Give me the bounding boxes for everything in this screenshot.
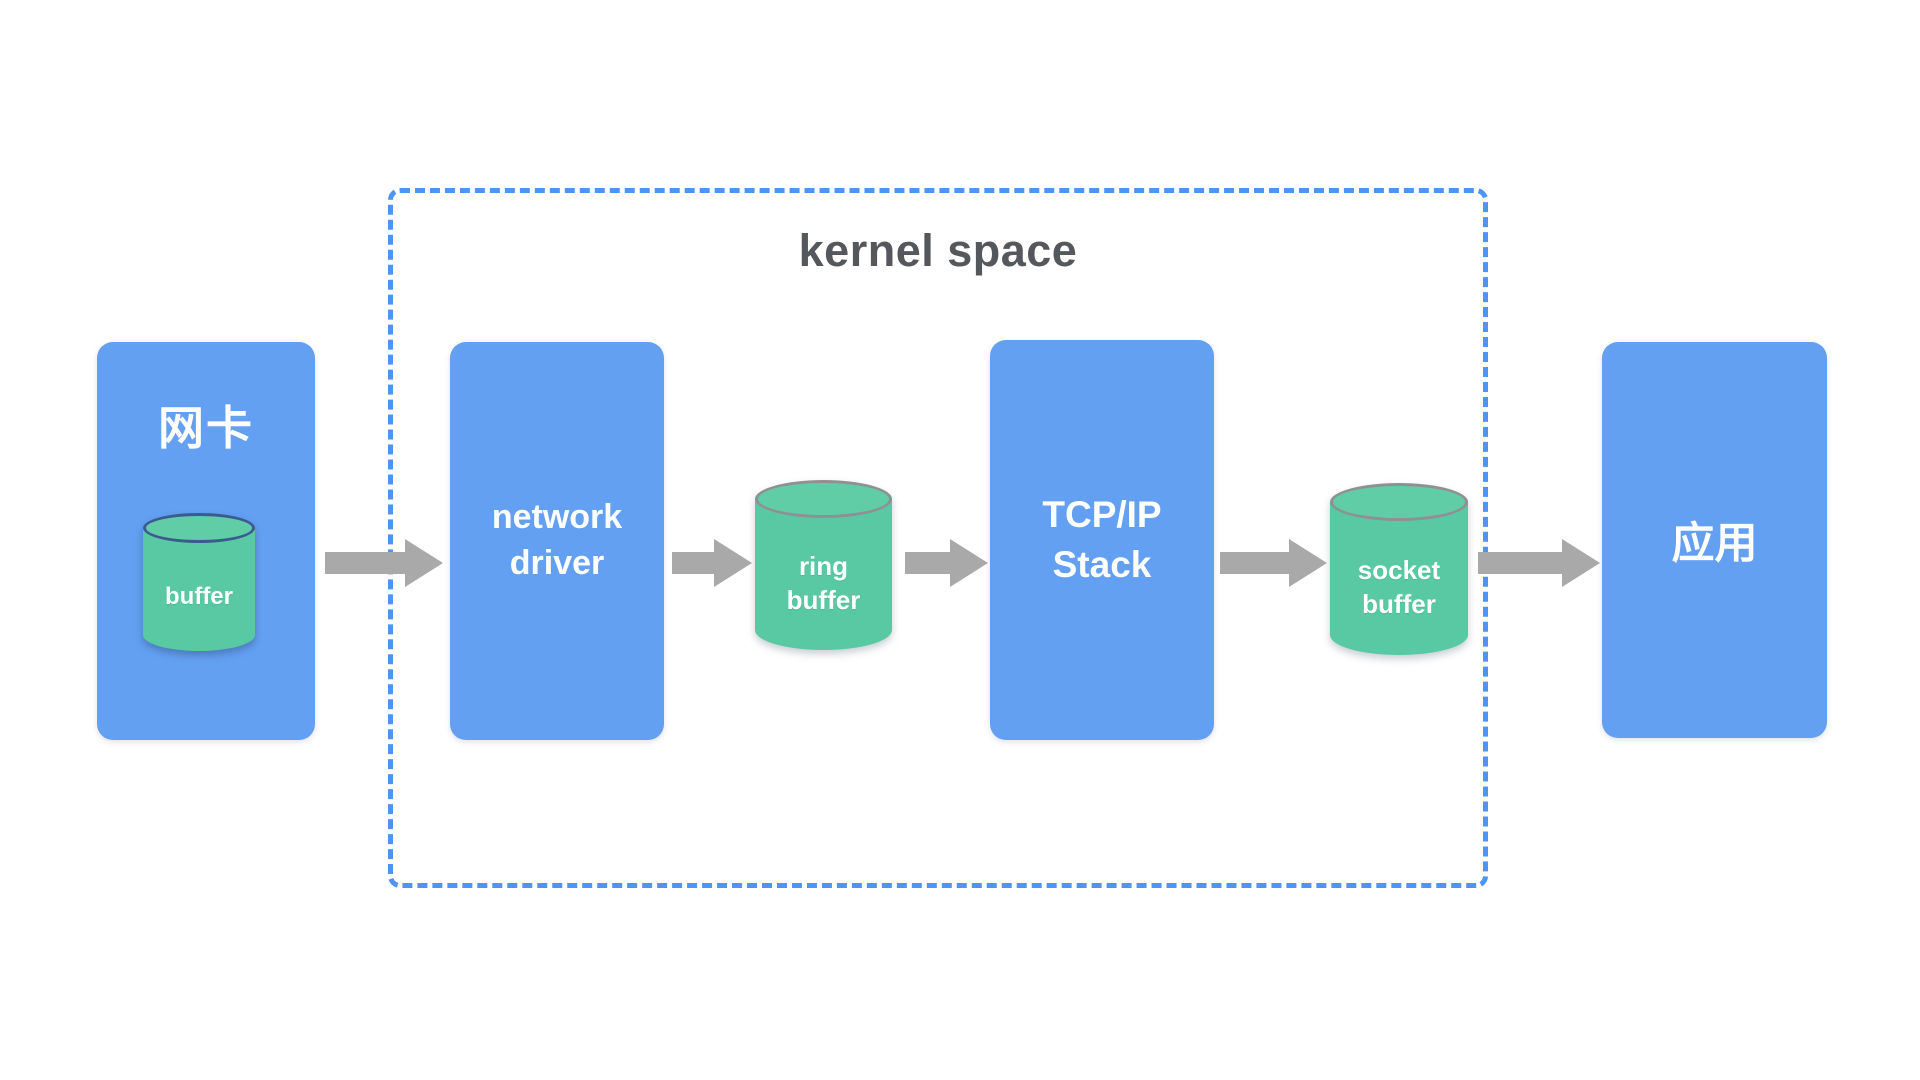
cylinder-top-ellipse xyxy=(1330,483,1468,521)
arrow-shaft xyxy=(325,552,405,574)
nic-buffer-label-text: buffer xyxy=(165,583,233,611)
node-tcpip-stack: TCP/IP Stack xyxy=(990,340,1214,740)
node-socket-buffer: socket buffer xyxy=(1330,483,1468,655)
ring-buffer-label-line2: buffer xyxy=(786,585,861,615)
node-network-driver: network driver xyxy=(450,342,664,740)
nic-buffer-cylinder: buffer xyxy=(143,513,255,651)
flow-arrow-nic-to-driver xyxy=(325,539,443,587)
network-driver-label-line1: network xyxy=(491,498,623,537)
flow-arrow-ringbuffer-to-tcpip xyxy=(905,539,988,587)
ring-buffer-label: ring buffer xyxy=(755,518,892,650)
arrow-head-icon xyxy=(1289,539,1327,587)
node-app: 应用 xyxy=(1602,342,1827,738)
tcpip-stack-label-line2: Stack xyxy=(1052,544,1152,585)
cylinder-body xyxy=(755,499,892,650)
arrow-head-icon xyxy=(950,539,988,587)
nic-label: 网卡 xyxy=(158,402,254,454)
socket-buffer-label: socket buffer xyxy=(1330,521,1468,655)
tcpip-stack-label-line1: TCP/IP xyxy=(1042,494,1162,536)
node-ring-buffer: ring buffer xyxy=(755,480,892,650)
nic-buffer-label: buffer xyxy=(143,543,255,651)
cylinder-body xyxy=(1330,502,1468,655)
arrow-shaft xyxy=(1478,552,1562,574)
socket-buffer-label-line1: socket xyxy=(1357,555,1441,586)
arrow-head-icon xyxy=(405,539,443,587)
flow-arrow-driver-to-ringbuffer xyxy=(672,539,752,587)
socket-buffer-label-line2: buffer xyxy=(1362,589,1436,619)
arrow-shaft xyxy=(672,552,714,574)
kernel-space-boundary: kernel space xyxy=(388,188,1488,888)
kernel-space-title: kernel space xyxy=(798,225,1078,276)
flow-arrow-tcpip-to-socketbuffer xyxy=(1220,539,1327,587)
flow-arrow-socketbuffer-to-app xyxy=(1478,539,1600,587)
app-label: 应用 xyxy=(1671,520,1758,568)
arrow-head-icon xyxy=(1562,539,1600,587)
network-driver-label-line2: driver xyxy=(509,544,605,582)
cylinder-top-ellipse xyxy=(755,480,892,518)
cylinder-body xyxy=(143,528,255,651)
cylinder-top-ellipse xyxy=(143,513,255,543)
arrow-shaft xyxy=(905,552,950,574)
arrow-shaft xyxy=(1220,552,1289,574)
arrow-head-icon xyxy=(714,539,752,587)
ring-buffer-label-line1: ring xyxy=(798,551,849,582)
node-nic: 网卡 buffer xyxy=(97,342,315,740)
